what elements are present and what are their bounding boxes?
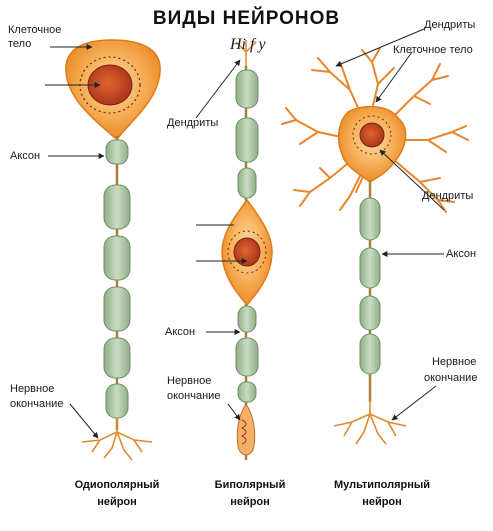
unipolar-caption-line-2: нейрон <box>97 496 137 508</box>
unipolar-ending-label-2: окончание <box>10 398 64 410</box>
bipolar-ending-label-2: окончание <box>167 390 221 402</box>
multipolar-dendrites-arrow <box>335 28 425 67</box>
handwritten-note: Hi f y <box>230 36 266 53</box>
multipolar-ending-label-2: окончание <box>424 372 478 384</box>
multipolar-cell-body-label: Клеточное тело <box>393 44 473 56</box>
bipolar-ending-coil <box>240 419 247 445</box>
unipolar-neuron <box>45 39 161 461</box>
diagram-title: ВИДЫ НЕЙРОНОВ <box>152 8 341 29</box>
multipolar-neuron <box>281 28 469 445</box>
multipolar-granules <box>352 115 392 155</box>
bipolar-caption-line-1: Биполярный <box>214 479 286 491</box>
multipolar-dendrites-top-label: Дендриты <box>424 19 476 31</box>
unipolar-axon-label: Аксон <box>10 150 41 162</box>
bipolar-neuron <box>195 40 273 460</box>
bipolar-dendrites-label: Дендриты <box>167 117 219 129</box>
multipolar-cell-body-arrow <box>375 51 413 103</box>
multipolar-caption-line-1: Мультиполярный <box>333 479 431 491</box>
unipolar-caption-line-1: Одиополярный <box>74 479 160 491</box>
bipolar-nerve-ending <box>236 403 256 456</box>
bipolar-granules <box>227 230 267 274</box>
multipolar-dendrites <box>281 47 469 213</box>
multipolar-nerve-ending <box>333 400 407 445</box>
multipolar-ending-label-1: Нервное <box>432 356 477 368</box>
bipolar-caption: Биполярный нейрон <box>200 477 300 511</box>
unipolar-caption: Одиополярный нейрон <box>62 477 172 511</box>
unipolar-cell-body-label-1: Клеточное <box>8 24 62 36</box>
multipolar-caption-line-2: нейрон <box>362 496 402 508</box>
bipolar-axon-label: Аксон <box>165 326 196 338</box>
multipolar-caption: Мультиполярный нейрон <box>322 477 442 511</box>
bipolar-dendrites-arrow <box>195 59 241 119</box>
multipolar-axon-label: Аксон <box>446 248 477 260</box>
unipolar-cell-body-label-2: тело <box>8 38 32 50</box>
unipolar-ending-arrow <box>69 403 99 439</box>
unipolar-nerve-ending <box>81 418 153 461</box>
unipolar-axon-segments <box>103 139 131 419</box>
bipolar-dendrites <box>235 40 257 68</box>
bipolar-ending-label-1: Нервное <box>167 375 212 387</box>
bipolar-ending-arrow <box>227 403 241 421</box>
multipolar-nucleus-arrow <box>379 149 445 211</box>
bipolar-caption-line-2: нейрон <box>230 496 270 508</box>
multipolar-nucleus <box>359 122 385 148</box>
bipolar-upper-segments <box>235 69 259 199</box>
unipolar-ending-label-1: Нервное <box>10 383 55 395</box>
multipolar-ending-arrow <box>391 385 437 421</box>
bipolar-nucleus <box>233 237 261 267</box>
multipolar-dendrites-mid-label: Дендриты <box>422 190 474 202</box>
multipolar-axon-segments <box>359 197 381 375</box>
bipolar-lower-segments <box>235 305 259 403</box>
